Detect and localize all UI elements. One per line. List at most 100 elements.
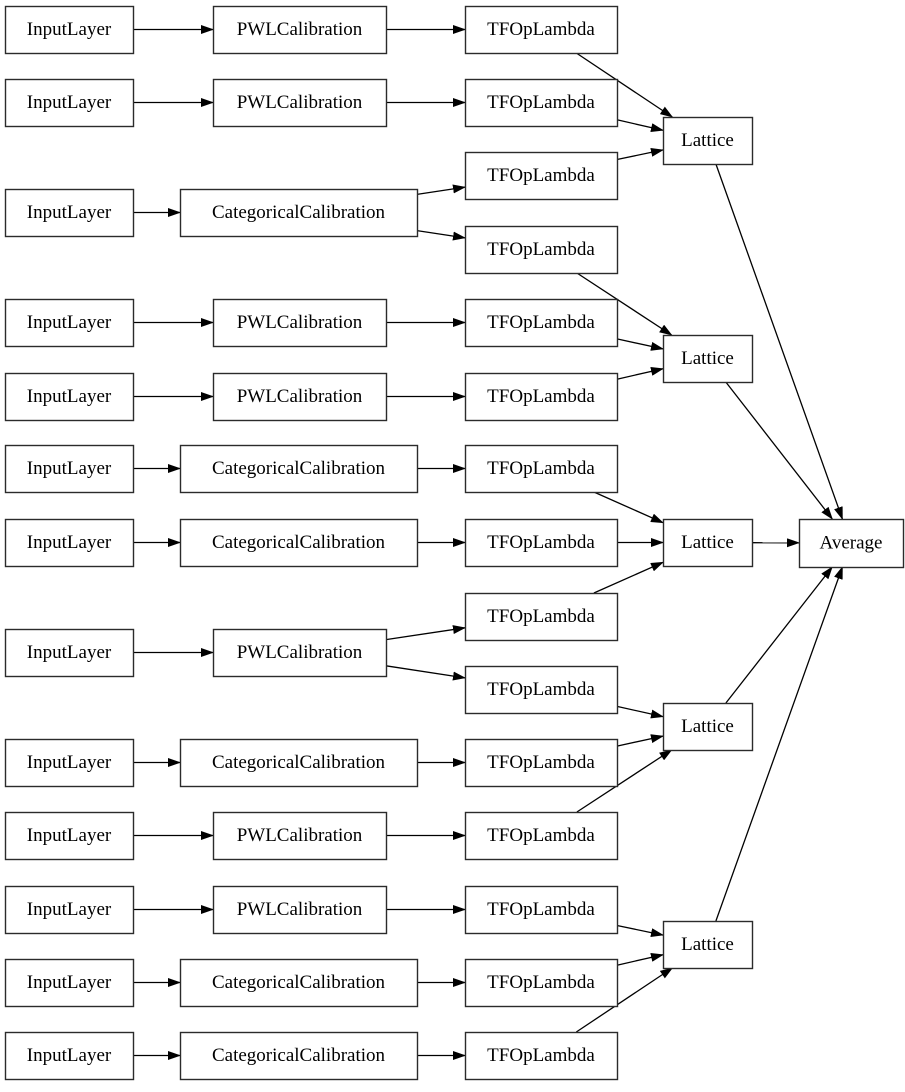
node-label: TFOpLambda (487, 532, 595, 553)
graph-edge-t6-l2 (617, 369, 663, 380)
node-categoricalcalibration: CategoricalCalibration (181, 520, 418, 567)
node-tfoplambda: TFOpLambda (466, 960, 618, 1007)
node-pwlcalibration: PWLCalibration (214, 630, 387, 677)
node-label: InputLayer (27, 202, 112, 223)
node-label: TFOpLambda (487, 312, 595, 333)
node-label: Lattice (681, 532, 734, 553)
node-label: TFOpLambda (487, 752, 595, 773)
graph-edge-p5-t10 (386, 666, 465, 678)
node-label: PWLCalibration (237, 92, 363, 113)
node-inputlayer: InputLayer (6, 1033, 134, 1080)
node-tfoplambda: TFOpLambda (466, 446, 618, 493)
node-label: CategoricalCalibration (212, 202, 386, 223)
node-label: PWLCalibration (237, 386, 363, 407)
node-tfoplambda: TFOpLambda (466, 887, 618, 934)
node-tfoplambda: TFOpLambda (466, 300, 618, 347)
node-inputlayer: InputLayer (6, 300, 134, 347)
node-pwlcalibration: PWLCalibration (214, 813, 387, 860)
node-inputlayer: InputLayer (6, 374, 134, 421)
node-tfoplambda: TFOpLambda (466, 667, 618, 714)
graph-edge-t10-l4 (617, 706, 663, 716)
node-label: CategoricalCalibration (212, 1045, 386, 1066)
node-pwlcalibration: PWLCalibration (214, 374, 387, 421)
node-label: Lattice (681, 934, 734, 955)
node-tfoplambda: TFOpLambda (466, 520, 618, 567)
graph-edge-c1-t3 (417, 187, 465, 194)
node-label: PWLCalibration (237, 312, 363, 333)
node-label: InputLayer (27, 752, 112, 773)
node-inputlayer: InputLayer (6, 80, 134, 127)
node-label: TFOpLambda (487, 825, 595, 846)
node-label: TFOpLambda (487, 679, 595, 700)
graph-edge-t5-l2 (617, 339, 663, 349)
node-label: Lattice (681, 716, 734, 737)
node-label: InputLayer (27, 972, 112, 993)
node-tfoplambda: TFOpLambda (466, 740, 618, 787)
node-lattice: Lattice (664, 118, 753, 165)
node-label: TFOpLambda (487, 19, 595, 40)
node-pwlcalibration: PWLCalibration (214, 7, 387, 54)
node-label: InputLayer (27, 642, 112, 663)
node-label: TFOpLambda (487, 239, 595, 260)
graph-edge-t13-l5 (617, 926, 663, 936)
node-label: CategoricalCalibration (212, 972, 386, 993)
node-tfoplambda: TFOpLambda (466, 374, 618, 421)
graph-edge-l2-a1 (726, 382, 833, 519)
node-label: TFOpLambda (487, 165, 595, 186)
node-label: Average (820, 533, 883, 554)
node-label: InputLayer (27, 386, 112, 407)
node-tfoplambda: TFOpLambda (466, 227, 618, 274)
node-tfoplambda: TFOpLambda (466, 80, 618, 127)
node-label: PWLCalibration (237, 642, 363, 663)
graph-edge-t11-l4 (617, 736, 663, 746)
node-categoricalcalibration: CategoricalCalibration (181, 1033, 418, 1080)
node-label: TFOpLambda (487, 92, 595, 113)
node-inputlayer: InputLayer (6, 887, 134, 934)
node-tfoplambda: TFOpLambda (466, 7, 618, 54)
node-label: PWLCalibration (237, 19, 363, 40)
node-pwlcalibration: PWLCalibration (214, 80, 387, 127)
node-label: InputLayer (27, 899, 112, 920)
graph-edge-t2-l1 (617, 120, 663, 131)
node-tfoplambda: TFOpLambda (466, 153, 618, 200)
node-inputlayer: InputLayer (6, 813, 134, 860)
node-inputlayer: InputLayer (6, 190, 134, 237)
node-inputlayer: InputLayer (6, 7, 134, 54)
graph-edge-t3-l1 (617, 150, 663, 160)
node-label: TFOpLambda (487, 458, 595, 479)
node-tfoplambda: TFOpLambda (466, 813, 618, 860)
node-label: InputLayer (27, 312, 112, 333)
node-inputlayer: InputLayer (6, 446, 134, 493)
node-label: PWLCalibration (237, 899, 363, 920)
node-inputlayer: InputLayer (6, 960, 134, 1007)
graph-edge-t14-l5 (617, 955, 663, 966)
node-pwlcalibration: PWLCalibration (214, 300, 387, 347)
node-label: TFOpLambda (487, 972, 595, 993)
node-lattice: Lattice (664, 520, 753, 567)
node-label: InputLayer (27, 92, 112, 113)
node-label: TFOpLambda (487, 386, 595, 407)
node-categoricalcalibration: CategoricalCalibration (181, 740, 418, 787)
node-label: CategoricalCalibration (212, 458, 386, 479)
node-label: PWLCalibration (237, 825, 363, 846)
node-label: InputLayer (27, 458, 112, 479)
graph-edge-p5-t9 (386, 628, 465, 640)
graph-edge-t7-l3 (594, 492, 663, 523)
node-categoricalcalibration: CategoricalCalibration (181, 960, 418, 1007)
node-label: TFOpLambda (487, 606, 595, 627)
graph-edge-l4-a1 (726, 567, 832, 703)
node-categoricalcalibration: CategoricalCalibration (181, 446, 418, 493)
node-categoricalcalibration: CategoricalCalibration (181, 190, 418, 237)
node-label: CategoricalCalibration (212, 532, 386, 553)
node-lattice: Lattice (664, 336, 753, 383)
node-label: InputLayer (27, 19, 112, 40)
node-label: InputLayer (27, 825, 112, 846)
node-tfoplambda: TFOpLambda (466, 1033, 618, 1080)
node-pwlcalibration: PWLCalibration (214, 887, 387, 934)
node-label: InputLayer (27, 532, 112, 553)
node-label: CategoricalCalibration (212, 752, 386, 773)
graph-edge-c1-t4 (417, 231, 465, 238)
node-tfoplambda: TFOpLambda (466, 594, 618, 641)
